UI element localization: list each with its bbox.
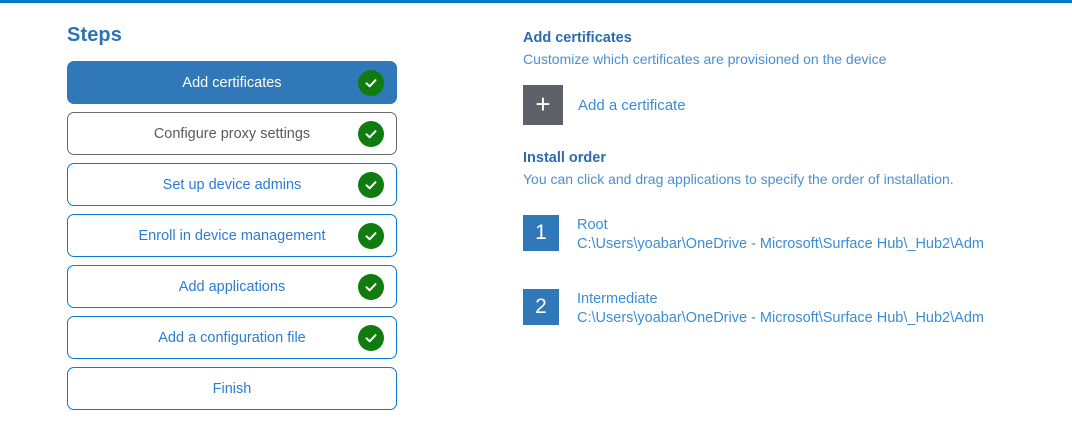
step-label: Enroll in device management	[138, 227, 326, 244]
step-label: Add applications	[178, 278, 286, 295]
section-subheading-install-order: You can click and drag applications to s…	[523, 171, 954, 187]
order-item-text: Root C:\Users\yoabar\OneDrive - Microsof…	[577, 215, 984, 253]
order-number-badge: 1	[523, 215, 559, 251]
check-icon	[358, 273, 384, 300]
step-label: Add certificates	[182, 74, 282, 91]
step-item-enroll-in-device-management[interactable]: Enroll in device management	[67, 214, 397, 257]
add-certificate-link[interactable]: Add a certificate	[578, 96, 686, 114]
add-certificate-row: + Add a certificate	[523, 85, 1043, 125]
order-item-name: Intermediate	[577, 291, 658, 308]
step-label: Finish	[212, 380, 252, 397]
section-heading-install-order: Install order	[523, 150, 606, 166]
step-label: Add a configuration file	[158, 329, 306, 346]
step-item-add-certificates[interactable]: Add certificates	[67, 61, 397, 104]
install-order-section: Install order You can click and drag app…	[523, 150, 1043, 327]
section-subheading-add-certificates: Customize which certificates are provisi…	[523, 51, 887, 67]
section-heading-add-certificates: Add certificates	[523, 30, 632, 46]
plus-icon[interactable]: +	[523, 85, 563, 125]
order-item-name: Root	[577, 217, 608, 233]
order-number-badge: 2	[523, 289, 559, 326]
detail-pane: Add certificates Customize which certifi…	[523, 30, 1043, 363]
install-order-list: 1 Root C:\Users\yoabar\OneDrive - Micros…	[523, 215, 1043, 327]
steps-list: Add certificates Configure proxy setting…	[67, 61, 397, 410]
check-icon	[358, 324, 384, 351]
page-title: Steps	[67, 24, 122, 46]
check-icon	[358, 222, 384, 249]
check-icon	[358, 120, 384, 147]
order-item-text: Intermediate C:\Users\yoabar\OneDrive - …	[577, 289, 984, 327]
step-item-set-up-device-admins[interactable]: Set up device admins	[67, 163, 397, 206]
install-order-item[interactable]: 1 Root C:\Users\yoabar\OneDrive - Micros…	[523, 215, 1043, 253]
steps-panel: Steps Add certificates Configure proxy s…	[67, 24, 397, 410]
install-order-item[interactable]: 2 Intermediate C:\Users\yoabar\OneDrive …	[523, 289, 1043, 327]
step-label: Set up device admins	[162, 176, 302, 193]
step-label: Configure proxy settings	[153, 125, 311, 142]
order-item-path: C:\Users\yoabar\OneDrive - Microsoft\Sur…	[577, 309, 984, 326]
order-item-path: C:\Users\yoabar\OneDrive - Microsoft\Sur…	[577, 235, 984, 252]
top-accent-bar	[0, 0, 1072, 3]
step-item-add-applications[interactable]: Add applications	[67, 265, 397, 308]
check-icon	[358, 69, 384, 96]
step-item-finish[interactable]: Finish	[67, 367, 397, 410]
step-item-add-a-configuration-file[interactable]: Add a configuration file	[67, 316, 397, 359]
step-item-configure-proxy-settings[interactable]: Configure proxy settings	[67, 112, 397, 155]
plus-glyph: +	[535, 89, 551, 119]
check-icon	[358, 171, 384, 198]
